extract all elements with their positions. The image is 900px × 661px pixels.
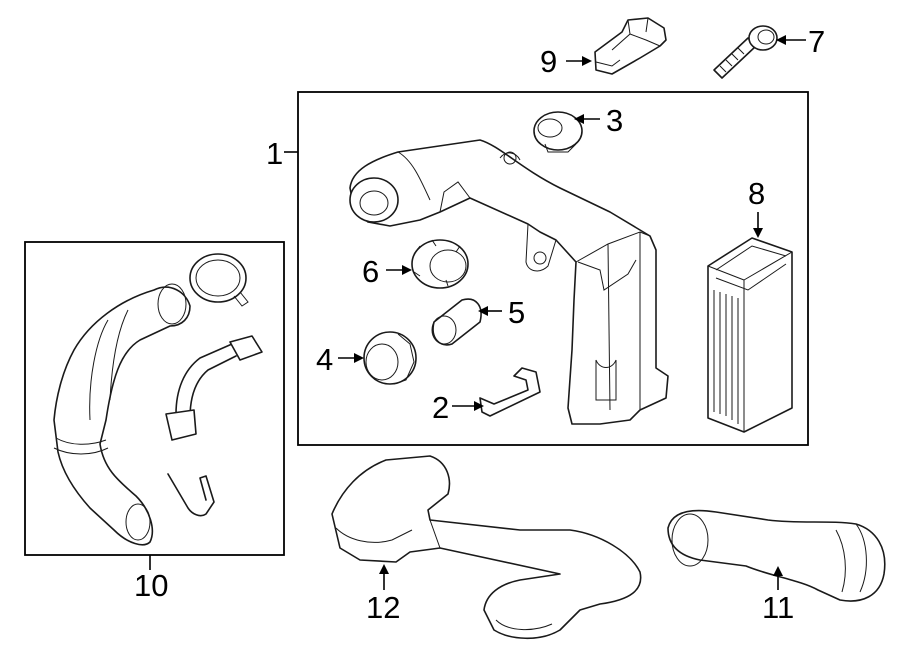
callout-4: 4	[316, 342, 333, 377]
callout-10: 10	[134, 568, 168, 603]
leader-lines	[149, 35, 806, 590]
part-12-duct[interactable]	[331, 455, 642, 640]
callout-7: 7	[808, 24, 825, 59]
part-1-air-box[interactable]	[349, 139, 669, 425]
part-3-grommet[interactable]	[533, 111, 583, 153]
callout-3: 3	[606, 103, 623, 138]
callout-2: 2	[432, 390, 449, 425]
callout-9: 9	[540, 44, 557, 79]
assembly-box-10	[24, 241, 285, 556]
part-4-grommet[interactable]	[363, 331, 417, 385]
part-9-sensor[interactable]	[594, 17, 667, 75]
part-6-bushing[interactable]	[411, 239, 469, 289]
callout-1: 1	[266, 136, 283, 171]
part-11-duct[interactable]	[667, 509, 886, 602]
part-2-clip[interactable]	[479, 367, 541, 417]
callout-11: 11	[762, 590, 794, 625]
part-10-hose-assembly[interactable]	[53, 253, 263, 546]
callout-8: 8	[748, 176, 765, 211]
callout-12: 12	[366, 590, 400, 625]
part-5-sleeve[interactable]	[431, 298, 482, 346]
part-8-filter-element[interactable]	[707, 237, 793, 433]
callout-6: 6	[362, 254, 379, 289]
part-7-bolt[interactable]	[713, 25, 778, 79]
callout-5: 5	[508, 295, 525, 330]
assembly-box-1	[297, 91, 809, 446]
